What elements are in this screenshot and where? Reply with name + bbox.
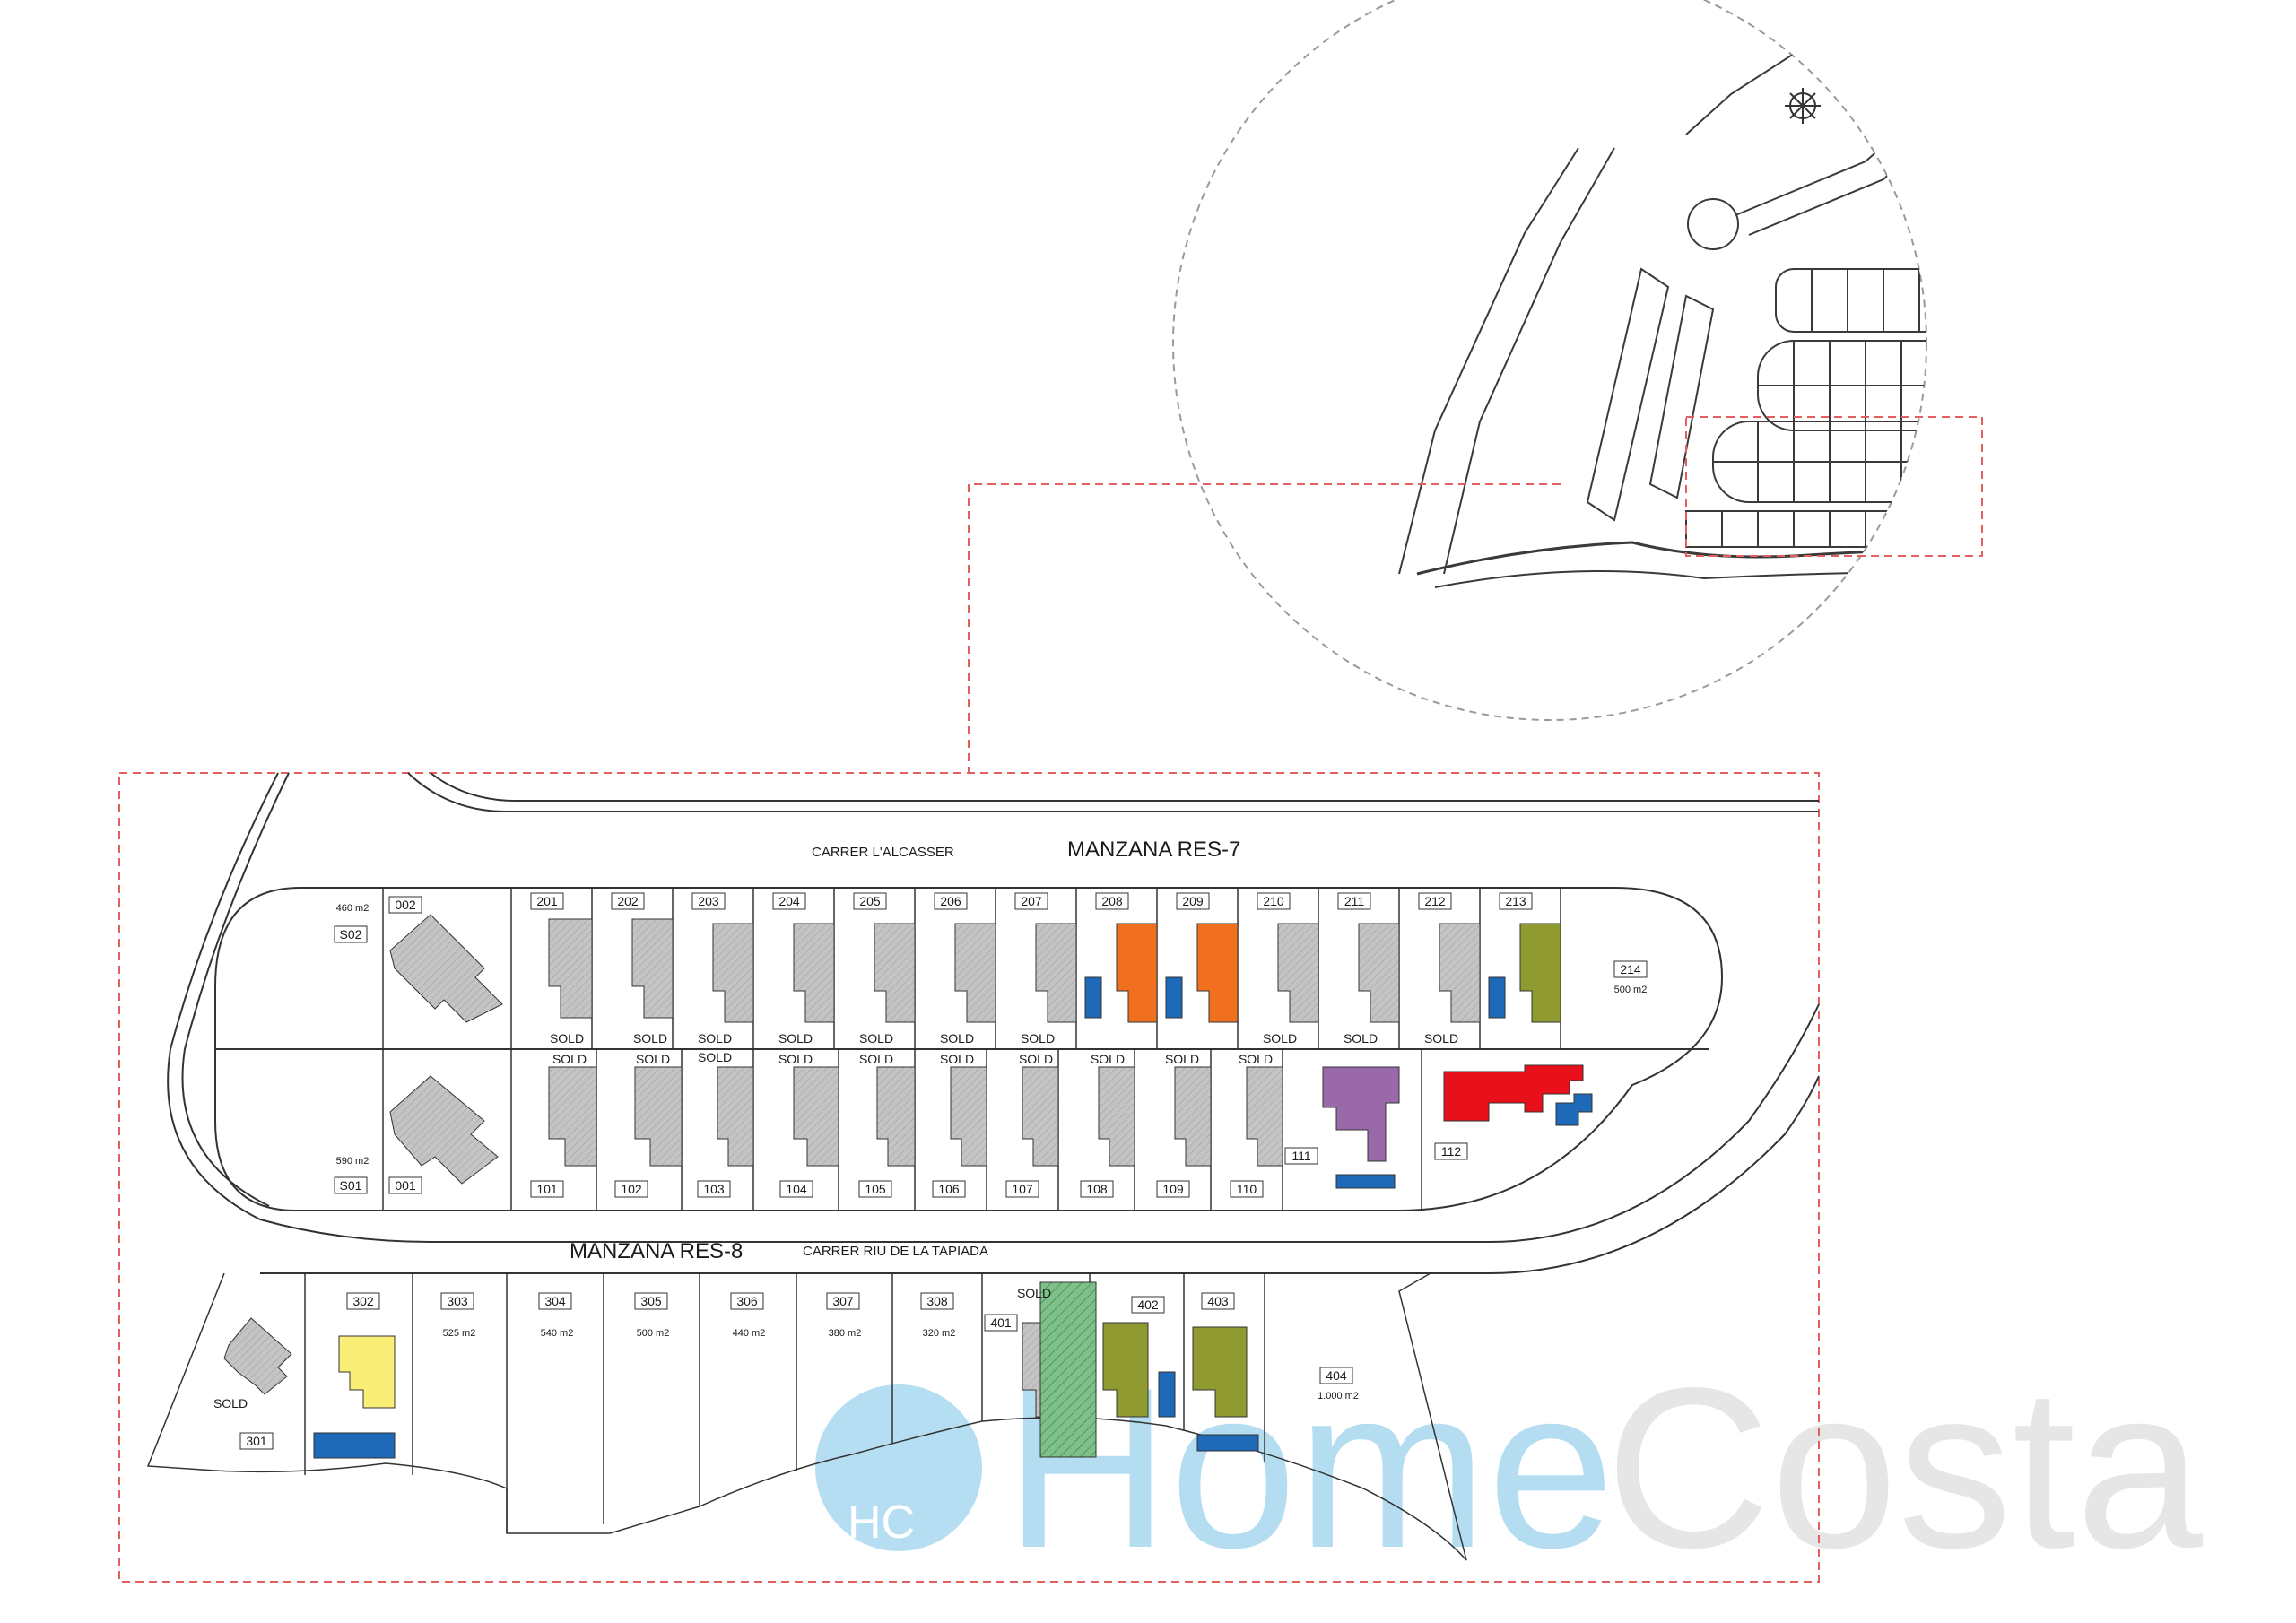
sold-label: SOLD [940, 1031, 974, 1046]
lot-number: 201 [536, 894, 558, 908]
lot-number: 102 [621, 1182, 642, 1196]
lot-area: 380 m2 [829, 1328, 862, 1339]
lot-number: 106 [938, 1182, 960, 1196]
lot-number: 204 [778, 894, 800, 908]
lot-number: 206 [940, 894, 961, 908]
sold-label: SOLD [859, 1052, 893, 1066]
street-label-north: CARRER L'ALCASSER [812, 845, 954, 860]
lot-row-300: 302 303 525 m2 304 540 m2 305 500 m2 306… [346, 1292, 956, 1339]
houses [223, 914, 1593, 1459]
lot-row-100: 101 102 103 104 105 106 107 108 109 110 [530, 1180, 1264, 1198]
lot-number: 109 [1162, 1182, 1184, 1196]
inset-connector [968, 483, 1561, 773]
inset-circle [1172, 0, 1927, 721]
sold-label: SOLD [636, 1052, 670, 1066]
lot-number: 209 [1182, 894, 1204, 908]
watermark-costa: Costa [1605, 1341, 2203, 1596]
sold-label: SOLD [1239, 1052, 1273, 1066]
lot-number: 208 [1101, 894, 1123, 908]
lot-area: 540 m2 [541, 1328, 574, 1339]
lot-number-s02: S02 [340, 927, 362, 942]
sold-label: SOLD [1091, 1052, 1125, 1066]
lot-area: 320 m2 [923, 1328, 956, 1339]
lot-area-404: 1.000 m2 [1318, 1391, 1359, 1402]
north-arrow-icon [1785, 88, 1821, 124]
lot-number: 205 [859, 894, 881, 908]
lot-area-s02: 460 m2 [336, 903, 370, 914]
sold-labels-row-200: SOLD SOLD SOLD SOLD SOLD SOLD SOLD SOLD … [550, 1031, 1458, 1046]
roads [167, 772, 1820, 1275]
lot-number: 103 [703, 1182, 725, 1196]
watermark-circle [815, 1384, 982, 1551]
sold-label: SOLD [940, 1052, 974, 1066]
lot-number-001: 001 [395, 1178, 416, 1193]
lot-number: 213 [1505, 894, 1526, 908]
lot-area: 525 m2 [443, 1328, 476, 1339]
lot-number: 105 [865, 1182, 886, 1196]
lot-number: 308 [926, 1294, 948, 1308]
location-inset [1172, 0, 1983, 721]
sold-label: SOLD [633, 1031, 667, 1046]
lot-number-s01: S01 [340, 1178, 362, 1193]
lot-number: 306 [736, 1294, 758, 1308]
lot-number: 304 [544, 1294, 566, 1308]
lot-number-402: 402 [1137, 1298, 1159, 1312]
sold-labels-row-100: SOLD SOLD SOLD SOLD SOLD SOLD SOLD SOLD … [552, 1050, 1273, 1066]
lot-number-401: 401 [990, 1315, 1012, 1330]
lot-number: 302 [352, 1294, 374, 1308]
sold-label: SOLD [1424, 1031, 1458, 1046]
street-label-south: CARRER RIU DE LA TAPIADA [803, 1244, 988, 1259]
block-label-res8: MANZANA RES-8 [570, 1239, 743, 1263]
watermark-initials: HC [848, 1497, 915, 1549]
sold-label: SOLD [1263, 1031, 1297, 1046]
lot-number: 303 [447, 1294, 468, 1308]
lot-number: 110 [1237, 1182, 1257, 1196]
lot-number: 203 [698, 894, 719, 908]
lot-number: 107 [1012, 1182, 1033, 1196]
sold-label: SOLD [698, 1050, 732, 1064]
lot-number: 108 [1086, 1182, 1108, 1196]
lot-number: 212 [1424, 894, 1446, 908]
sold-label: SOLD [1021, 1031, 1055, 1046]
sold-label-401: SOLD [1017, 1286, 1051, 1300]
lot-number: 305 [640, 1294, 662, 1308]
lot-number-214: 214 [1620, 962, 1641, 976]
lot-number-403: 403 [1207, 1294, 1229, 1308]
lot-number-301: 301 [246, 1434, 267, 1448]
sold-label: SOLD [778, 1031, 813, 1046]
lot-number: 104 [786, 1182, 807, 1196]
lot-number-111: 111 [1292, 1149, 1310, 1163]
sold-label: SOLD [698, 1031, 732, 1046]
sold-label: SOLD [778, 1052, 813, 1066]
lot-number-112: 112 [1441, 1144, 1462, 1159]
sold-label: SOLD [552, 1052, 587, 1066]
sold-label: SOLD [1344, 1031, 1378, 1046]
lot-row-200: 201 202 203 204 205 206 207 208 209 210 … [530, 892, 1533, 910]
block-label-res7: MANZANA RES-7 [1067, 838, 1240, 862]
lot-number: 210 [1263, 894, 1284, 908]
lot-area-s01: 590 m2 [336, 1156, 370, 1167]
lot-area: 500 m2 [637, 1328, 670, 1339]
sold-label-301: SOLD [213, 1396, 248, 1410]
plan-frame [118, 772, 1820, 1583]
sold-label: SOLD [1019, 1052, 1053, 1066]
lot-number: 211 [1344, 894, 1365, 908]
lot-number: 307 [832, 1294, 854, 1308]
lot-number: 207 [1021, 894, 1042, 908]
lot-area: 440 m2 [733, 1328, 766, 1339]
lot-number-404: 404 [1326, 1368, 1347, 1383]
sold-label: SOLD [550, 1031, 584, 1046]
lot-number: 202 [617, 894, 639, 908]
lot-area-214: 500 m2 [1614, 985, 1648, 995]
sold-label: SOLD [1165, 1052, 1199, 1066]
sold-label: SOLD [859, 1031, 893, 1046]
lot-number-002: 002 [395, 898, 416, 912]
lot-number: 101 [536, 1182, 558, 1196]
